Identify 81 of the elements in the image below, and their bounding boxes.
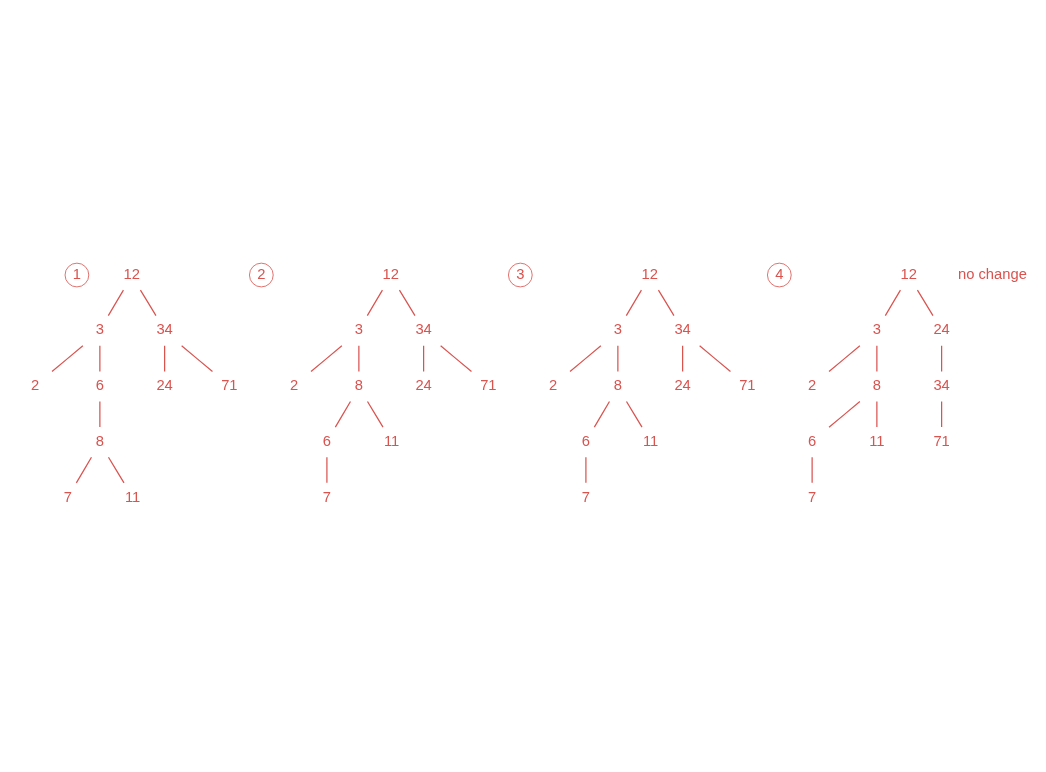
node-text: 2: [808, 376, 817, 393]
node-text: 3: [613, 320, 622, 337]
node-text: 11: [643, 432, 659, 449]
connector: [440, 344, 473, 372]
node-text: 7: [581, 488, 591, 505]
node-circle: 1: [64, 262, 90, 287]
node-text: 34: [674, 320, 691, 337]
node-text: 34: [933, 376, 950, 393]
node-text: 6: [808, 432, 817, 449]
connector: [75, 456, 93, 483]
node-text: 11: [125, 488, 141, 505]
node-text: 24: [933, 320, 950, 337]
node-text: 71: [480, 376, 497, 393]
node-text: 8: [613, 376, 622, 393]
connector: [828, 400, 861, 428]
node-text: 2: [31, 376, 40, 393]
node-text: 7: [808, 488, 817, 505]
connector: [682, 344, 684, 372]
connector: [593, 400, 611, 428]
node-circle: 4: [767, 262, 792, 287]
connector: [828, 344, 861, 372]
connector: [358, 344, 360, 372]
connector: [326, 456, 328, 483]
node-text: 11: [384, 432, 400, 449]
node-text: 2: [549, 376, 558, 393]
node-text: 34: [156, 320, 173, 337]
connector: [657, 288, 675, 316]
node-text: 12: [382, 265, 400, 282]
connector: [51, 344, 84, 372]
node-text: 8: [95, 432, 104, 449]
node-text: 6: [581, 432, 591, 449]
connector: [884, 288, 902, 316]
connector: [423, 344, 425, 372]
connector: [941, 344, 943, 372]
node-text: 12: [641, 265, 659, 282]
connector: [699, 344, 732, 372]
connector: [366, 400, 384, 428]
node-text: 71: [221, 376, 238, 393]
connector: [625, 400, 643, 428]
node-text: 6: [95, 376, 104, 393]
node-text: 3: [872, 320, 881, 337]
node-text: 8: [354, 376, 363, 393]
connector: [310, 344, 343, 372]
connector: [99, 344, 101, 372]
connector: [181, 344, 214, 372]
node-text: 11: [869, 432, 885, 449]
node-text: 12: [123, 265, 141, 282]
connector: [334, 400, 352, 428]
connector: [139, 288, 157, 316]
connector: [876, 344, 878, 372]
node-text: 71: [739, 376, 756, 393]
connector: [366, 288, 384, 316]
connector: [585, 456, 587, 483]
node-text: 3: [95, 320, 104, 337]
node-text: 8: [872, 376, 881, 393]
connector: [916, 288, 934, 316]
node-circle: 2: [249, 262, 274, 287]
node-text: 34: [415, 320, 432, 337]
node-text: 24: [156, 376, 173, 393]
connector: [99, 400, 101, 428]
connector: [164, 344, 166, 372]
connector: [941, 400, 943, 428]
connector: [617, 344, 619, 372]
node-text: 3: [354, 320, 363, 337]
node-text: 24: [674, 376, 691, 393]
label: no change: [957, 265, 1027, 282]
connector: [811, 456, 813, 483]
node-circle: 3: [508, 262, 533, 287]
connector: [107, 288, 125, 316]
node-text: 24: [415, 376, 432, 393]
node-text: 7: [322, 488, 332, 505]
node-text: 6: [322, 432, 332, 449]
connector: [398, 288, 416, 316]
node-text: 12: [900, 265, 918, 282]
node-text: 2: [290, 376, 299, 393]
connector: [625, 288, 643, 316]
connector: [876, 400, 878, 428]
connector: [107, 456, 125, 483]
node-text: 71: [933, 432, 950, 449]
node-text: 7: [63, 488, 73, 505]
connector: [569, 344, 602, 372]
